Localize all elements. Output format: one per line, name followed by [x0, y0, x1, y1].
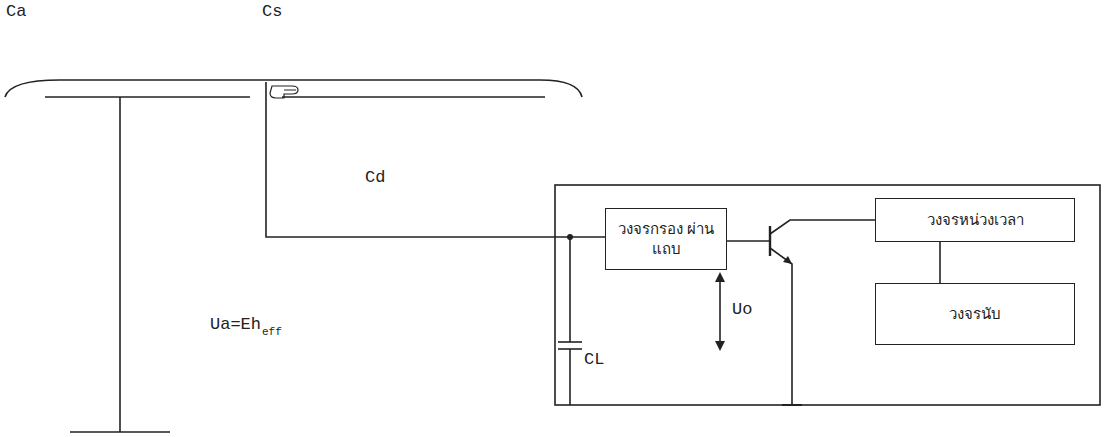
- emitter-arrow: [783, 256, 792, 264]
- capacitor-plate: [558, 341, 582, 343]
- counter-box: วงจรนับ: [875, 283, 1075, 345]
- signal-wire: [266, 82, 605, 237]
- connector-line: [939, 242, 941, 283]
- filter-box: วงจรกรอง ผ่านแถบ: [605, 208, 727, 270]
- capacitance-label: Cs: [262, 2, 282, 21]
- box-label: วงจรหน่วงเวลา: [927, 210, 1024, 230]
- plate-cs: [282, 96, 545, 98]
- transistor-symbol: [769, 226, 771, 256]
- hand-symbol: [270, 86, 298, 98]
- box-label: วงจรนับ: [949, 304, 1001, 324]
- emitter-wire: [770, 248, 792, 405]
- output-voltage-label: Uo: [732, 300, 752, 319]
- delay-box: วงจรหน่วงเวลา: [875, 198, 1075, 242]
- arrowhead: [715, 272, 725, 282]
- electrode-cover: [5, 80, 582, 97]
- post: [119, 97, 121, 432]
- housing: [555, 185, 1100, 405]
- junction-dot: [567, 234, 573, 240]
- capacitor-label: CL: [584, 350, 604, 369]
- plate-ca: [45, 96, 250, 98]
- capacitance-label: Cd: [365, 168, 385, 187]
- collector-wire: [770, 220, 875, 234]
- capacitor-lead: [569, 237, 571, 342]
- ground-symbol: [782, 404, 802, 406]
- voltage-label: Ua=Eh: [210, 315, 261, 334]
- capacitor-lead: [569, 349, 571, 405]
- subscript-label: eff: [262, 326, 282, 338]
- voltage-arrow: [719, 278, 721, 345]
- ground-line: [70, 431, 170, 433]
- capacitance-label: Ca: [6, 2, 26, 21]
- box-label: วงจรกรอง ผ่านแถบ: [614, 219, 718, 260]
- base-wire: [725, 240, 770, 242]
- arrowhead: [715, 341, 725, 351]
